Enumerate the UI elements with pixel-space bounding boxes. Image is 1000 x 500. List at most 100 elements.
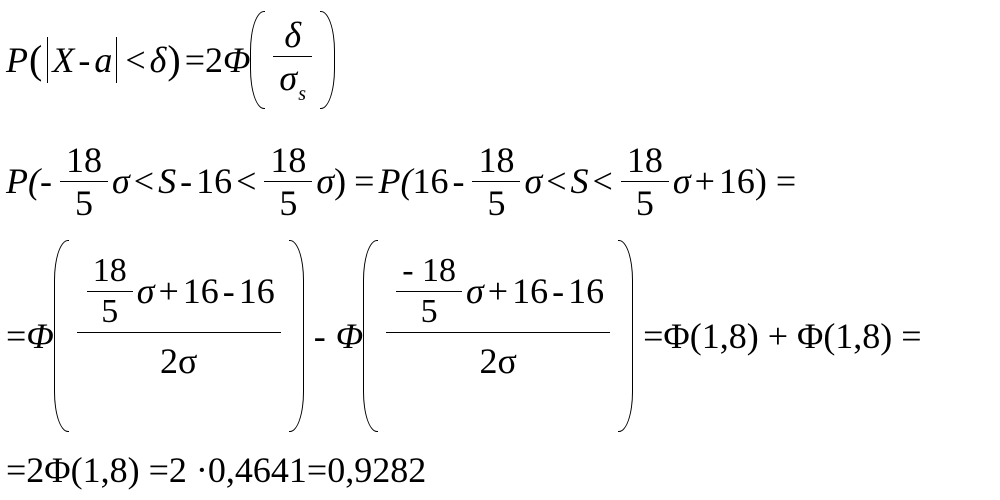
plus-sign: + xyxy=(158,271,179,311)
outer-fraction-2: - 18 5 σ + 16 - 16 2σ xyxy=(386,251,611,419)
fraction-denominator: 5 xyxy=(279,182,298,223)
prob-open: P( xyxy=(6,161,40,201)
minus-sign-3: - xyxy=(452,161,465,201)
number-18: 18 xyxy=(422,251,457,289)
number-16: 16 xyxy=(196,161,233,201)
outer-fraction-bar xyxy=(76,331,281,333)
subscript-s: s xyxy=(298,82,306,105)
formula-line-2: P( - 18 5 σ < S - 16 < 18 5 σ ) = P( 16 … xyxy=(6,136,796,226)
outer-denominator: 2σ xyxy=(160,340,198,381)
less-than-3: < xyxy=(546,161,567,201)
fraction-bar xyxy=(59,180,108,182)
minus-sign-2: - xyxy=(180,161,193,201)
fraction-18-5-a: 18 5 xyxy=(59,139,108,223)
equals-sign: = xyxy=(354,161,375,201)
big-close-paren xyxy=(319,11,335,109)
outer-fraction-bar-2 xyxy=(386,331,611,333)
fraction-numerator: δ xyxy=(284,14,302,55)
phi-symbol-2: Φ xyxy=(335,316,364,356)
plus-sign-2: + xyxy=(487,271,509,311)
outer-fraction-1: 18 5 σ + 16 - 16 2σ xyxy=(76,251,281,419)
fraction-18-5-b: 18 5 xyxy=(264,139,313,223)
fraction-bar xyxy=(396,290,463,292)
less-than: < xyxy=(125,40,146,80)
less-than-2: < xyxy=(236,161,257,201)
fraction-bar xyxy=(472,180,521,182)
sigma-symbol-3: σ xyxy=(524,161,543,201)
coefficient: 2 xyxy=(205,40,224,80)
sigma-symbol-2: σ xyxy=(316,161,335,201)
fraction-bar xyxy=(620,180,669,182)
big-open-paren xyxy=(250,11,266,109)
minus-sign: - xyxy=(39,161,52,201)
var-s-2: S xyxy=(570,161,589,201)
fraction-numerator: 18 xyxy=(65,139,102,180)
equals-sign: = xyxy=(184,40,206,80)
fraction-numerator: 18 xyxy=(92,251,127,289)
plus-sign: + xyxy=(694,161,715,201)
sigma-symbol: σ xyxy=(111,161,130,201)
big-close-paren-2 xyxy=(618,240,634,432)
prob-open-2: P( xyxy=(378,161,413,201)
var-a: a xyxy=(94,40,113,80)
fraction-bar xyxy=(86,290,133,292)
prob-symbol-2: P( xyxy=(378,163,412,199)
fraction-denominator: 5 xyxy=(101,292,119,330)
minus-sign: - xyxy=(402,251,414,289)
close-paren: ) xyxy=(167,37,181,82)
fraction-bar xyxy=(273,55,312,57)
big-close-paren xyxy=(288,240,304,432)
inner-fraction-neg: - 18 5 xyxy=(396,251,463,330)
number-16: 16 xyxy=(182,271,219,311)
minus-sign-between: - xyxy=(313,316,326,356)
less-than: < xyxy=(133,161,155,201)
minus-sign: - xyxy=(222,271,235,311)
final-result: =2Φ(1,8) =2 ·0,4641=0,9282 xyxy=(6,450,427,490)
formula-line-4: =2Φ(1,8) =2 ·0,4641=0,9282 xyxy=(6,450,426,490)
number-16-c: 16 xyxy=(512,271,549,311)
less-than-4: < xyxy=(592,161,613,201)
number-16-c: 16 xyxy=(718,161,755,201)
open-paren: ( xyxy=(29,37,43,82)
fraction-numerator-neg: - 18 xyxy=(396,251,462,291)
big-open-paren-2 xyxy=(363,240,379,432)
number-16-d: 16 xyxy=(568,271,605,311)
fraction-denominator: 5 xyxy=(487,182,506,223)
fraction-denominator: 5 xyxy=(420,292,438,330)
number-16-b: 16 xyxy=(412,161,449,201)
fraction-numerator: 18 xyxy=(626,139,663,180)
minus-sign: - xyxy=(78,40,91,80)
prob-symbol: P xyxy=(6,40,28,80)
var-s: S xyxy=(158,161,177,201)
formula-line-1: P ( X - a < δ ) = 2 Φ δ σs xyxy=(6,10,335,110)
fraction-18-5-d: 18 5 xyxy=(620,139,669,223)
fraction-denominator: 5 xyxy=(635,182,654,223)
close-paren: ) xyxy=(334,161,347,201)
outer-denominator-2: 2σ xyxy=(479,340,517,381)
abs-bar-left xyxy=(47,37,49,83)
fraction-denominator: 5 xyxy=(74,182,93,223)
outer-numerator-2: - 18 5 σ + 16 - 16 xyxy=(386,251,610,332)
phi-symbol: Φ xyxy=(26,316,54,356)
abs-bar-right xyxy=(116,37,118,83)
fraction-bar xyxy=(264,180,313,182)
big-open-paren xyxy=(53,240,69,432)
result-expression: =Φ(1,8) + Φ(1,8) = xyxy=(643,316,922,356)
fraction-delta-sigma: δ σs xyxy=(273,17,312,104)
formula-line-3: = Φ 18 5 σ + 16 - 16 2σ - Φ - 18 5 σ xyxy=(6,238,922,434)
sigma-symbol: σ xyxy=(279,57,298,98)
outer-numerator: 18 5 σ + 16 - 16 xyxy=(77,251,281,332)
sigma-symbol-2: σ xyxy=(466,271,484,311)
fraction-denominator: σs xyxy=(273,57,312,104)
var-x: X xyxy=(52,40,75,80)
phi-symbol: Φ xyxy=(223,40,251,80)
fraction-numerator: 18 xyxy=(270,139,307,180)
close-equals: ) = xyxy=(754,161,797,201)
fraction-numerator: 18 xyxy=(478,139,515,180)
sigma-symbol-4: σ xyxy=(672,161,691,201)
var-delta: δ xyxy=(149,40,167,80)
sigma-symbol: σ xyxy=(136,271,155,311)
number-16-b: 16 xyxy=(238,271,275,311)
fraction-18-5-c: 18 5 xyxy=(472,139,521,223)
inner-fraction: 18 5 xyxy=(86,251,133,330)
